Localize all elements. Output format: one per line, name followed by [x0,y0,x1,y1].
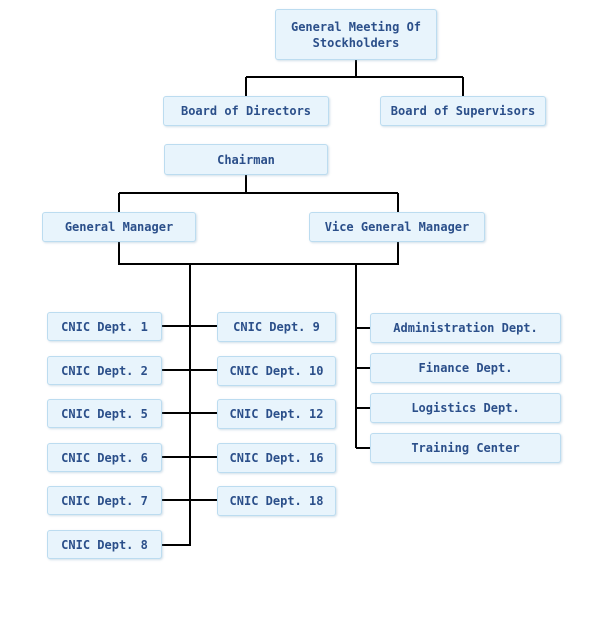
node-label: CNIC Dept. 10 [229,364,324,378]
node-cnic-dept-12: CNIC Dept. 12 [217,399,336,429]
connector-admin-branches [356,327,371,449]
node-cnic-dept-16: CNIC Dept. 16 [217,443,336,473]
node-label: General Manager [64,220,174,234]
node-cnic-dept-2: CNIC Dept. 2 [47,356,162,385]
node-label: Chairman [217,152,275,167]
node-general-manager: General Manager [42,212,196,242]
node-cnic-dept-18: CNIC Dept. 18 [217,486,336,516]
node-label: General Meeting Of Stockholders [290,19,422,50]
node-cnic-dept-10: CNIC Dept. 10 [217,356,336,386]
node-label: Logistics Dept. [411,401,520,415]
connector-cnic-trunk [162,264,191,546]
node-label: CNIC Dept. 7 [61,493,148,508]
node-cnic-dept-8: CNIC Dept. 8 [47,530,162,559]
node-cnic-dept-9: CNIC Dept. 9 [217,312,336,342]
node-cnic-dept-6: CNIC Dept. 6 [47,443,162,472]
node-label: Board of Supervisors [390,104,536,118]
node-label: Training Center [411,441,520,455]
node-label: CNIC Dept. 12 [229,407,324,421]
node-label: CNIC Dept. 6 [61,450,148,465]
connector-stockholders [245,60,464,96]
node-label: CNIC Dept. 18 [229,494,324,508]
connector-cnic-branches [162,325,218,501]
node-label: CNIC Dept. 5 [61,406,148,421]
node-label: Finance Dept. [418,361,513,375]
node-label: Board of Directors [180,104,312,118]
connector-managers [118,242,399,265]
node-label: Administration Dept. [393,321,538,335]
node-finance-dept: Finance Dept. [370,353,561,383]
connector-chairman [118,175,399,212]
node-cnic-dept-5: CNIC Dept. 5 [47,399,162,428]
node-cnic-dept-7: CNIC Dept. 7 [47,486,162,515]
node-board-of-supervisors: Board of Supervisors [380,96,546,126]
node-label: CNIC Dept. 1 [61,319,148,334]
node-cnic-dept-1: CNIC Dept. 1 [47,312,162,341]
node-label: CNIC Dept. 8 [61,537,148,552]
node-label: CNIC Dept. 16 [229,451,324,465]
node-logistics-dept: Logistics Dept. [370,393,561,423]
node-label: CNIC Dept. 9 [233,320,320,334]
node-label: CNIC Dept. 2 [61,363,148,378]
node-general-meeting: General Meeting Of Stockholders [275,9,437,60]
node-chairman: Chairman [164,144,328,175]
node-board-of-directors: Board of Directors [163,96,329,126]
node-label: Vice General Manager [324,220,470,234]
node-administration-dept: Administration Dept. [370,313,561,343]
node-training-center: Training Center [370,433,561,463]
node-vice-general-manager: Vice General Manager [309,212,485,242]
